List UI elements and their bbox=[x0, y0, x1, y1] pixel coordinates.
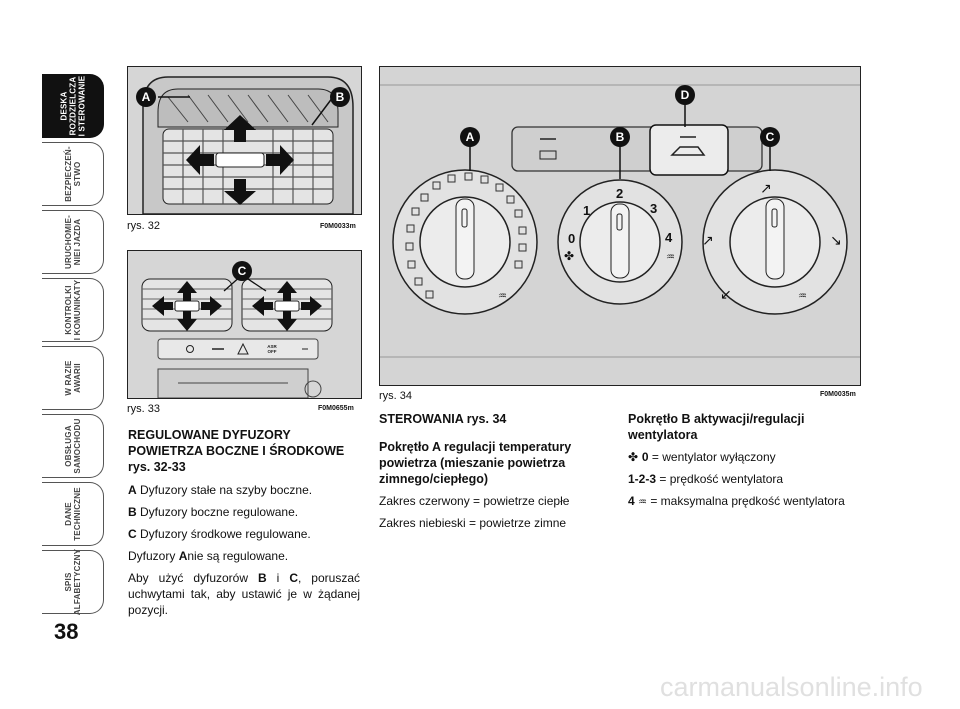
tab-deska-rozdzielcza[interactable]: DESKA ROZDZIELCZA I STEROWANIE bbox=[42, 74, 104, 138]
svg-text:↗: ↗ bbox=[760, 181, 772, 197]
page-number: 38 bbox=[54, 619, 79, 644]
list-item: B Dyfuzory boczne regulowane. bbox=[128, 505, 299, 519]
paragraph: Zakres czerwony = powietrze ciepłe bbox=[379, 494, 570, 508]
figure-34: ♒ 0 1 2 3 4 ✤ ♒ ↗ ↗ ↙ ↘ ♒ A B C D bbox=[379, 66, 861, 386]
watermark: carmanualsonline.info bbox=[660, 672, 923, 702]
tab-label: KONTROLKI I KOMUNIKATY bbox=[64, 279, 82, 341]
fig34-code: F0M0035m bbox=[820, 391, 856, 398]
svg-text:↙: ↙ bbox=[720, 287, 732, 303]
paragraph: Aby użyć dyfuzorów B i C, poruszać uchwy… bbox=[128, 571, 360, 617]
max-fan-icon: ♒ bbox=[638, 497, 647, 508]
svg-text:✤: ✤ bbox=[564, 249, 574, 263]
tab-w-razie-awarii[interactable]: W RAZIE AWARII bbox=[42, 346, 104, 410]
speed-1: 1 bbox=[583, 203, 590, 218]
figure-32: A B bbox=[127, 66, 362, 215]
subheading: Pokrętło A regulacji temperatury powietr… bbox=[379, 440, 572, 486]
fig33-code: F0M0655m bbox=[318, 405, 354, 412]
speed-3: 3 bbox=[650, 201, 657, 216]
svg-text:♒: ♒ bbox=[666, 252, 675, 263]
tab-label: DANE TECHNICZNE bbox=[64, 487, 82, 541]
fan-icon: ✤ bbox=[628, 450, 642, 464]
tab-label: BEZPIECZEŃ- STWO bbox=[64, 146, 82, 202]
side-vent-illustration: A B bbox=[128, 67, 361, 214]
fig32-caption: rys. 32 bbox=[127, 220, 161, 232]
paragraph: Dyfuzory Anie są regulowane. bbox=[128, 549, 289, 563]
tab-obsluga[interactable]: OBSŁUGA SAMOCHODU bbox=[42, 414, 104, 478]
list-item: C Dyfuzory środkowe regulowane. bbox=[128, 527, 311, 541]
tab-label: OBSŁUGA SAMOCHODU bbox=[64, 418, 82, 474]
tab-spis[interactable]: SPIS ALFABETYCZNY bbox=[42, 548, 104, 616]
tab-kontrolki[interactable]: KONTROLKI I KOMUNIKATY bbox=[42, 278, 104, 342]
section-heading: STEROWANIA rys. 34 bbox=[379, 412, 507, 426]
list-item: 1-2-3 = prędkość wentylatora bbox=[628, 472, 784, 486]
fig33-caption: rys. 33 bbox=[127, 403, 161, 415]
figure-33: C ASR OFF bbox=[127, 250, 362, 399]
fig34-caption: rys. 34 bbox=[379, 390, 413, 402]
svg-text:♒: ♒ bbox=[498, 291, 507, 302]
svg-text:ASR: ASR bbox=[267, 344, 277, 349]
section-heading: Pokrętło B aktywacji/regulacji wentylato… bbox=[628, 412, 805, 442]
callout-a: A bbox=[142, 90, 151, 104]
tab-label: URUCHOMIE- NIEI JAZDA bbox=[64, 215, 82, 269]
list-item: ✤ 0 = wentylator wyłączony bbox=[628, 450, 776, 464]
callout-a: A bbox=[466, 130, 475, 144]
tab-dane-techniczne[interactable]: DANE TECHNICZNE bbox=[42, 482, 104, 546]
svg-text:↘: ↘ bbox=[830, 233, 842, 249]
section-heading: REGULOWANE DYFUZORY POWIETRZA BOCZNE I Ś… bbox=[128, 428, 345, 474]
tab-label: W RAZIE AWARII bbox=[64, 360, 82, 396]
tab-bezpieczenstwo[interactable]: BEZPIECZEŃ- STWO bbox=[42, 142, 104, 206]
callout-c: C bbox=[766, 130, 775, 144]
speed-0: 0 bbox=[568, 231, 575, 246]
callout-c: C bbox=[238, 264, 247, 278]
tab-uruchomienie[interactable]: URUCHOMIE- NIEI JAZDA bbox=[42, 210, 104, 274]
tab-label: DESKA ROZDZIELCZA I STEROWANIE bbox=[59, 75, 87, 137]
speed-2: 2 bbox=[616, 186, 623, 201]
fig32-code: F0M0033m bbox=[320, 223, 356, 230]
paragraph: Zakres niebieski = powietrze zimne bbox=[379, 516, 567, 530]
left-text-column: REGULOWANE DYFUZORY POWIETRZA BOCZNE I Ś… bbox=[128, 427, 360, 618]
list-item: A Dyfuzory stałe na szyby boczne. bbox=[128, 483, 313, 497]
callout-d: D bbox=[681, 88, 690, 102]
list-item: 4 ♒ = maksymalna prędkość wentylatora bbox=[628, 494, 845, 508]
tab-label: SPIS ALFABETYCZNY bbox=[64, 548, 82, 616]
right-text-column: Pokrętło B aktywacji/regulacji wentylato… bbox=[628, 411, 868, 511]
callout-b: B bbox=[616, 130, 625, 144]
speed-4: 4 bbox=[665, 230, 673, 245]
center-vents-illustration: C ASR OFF bbox=[128, 251, 361, 398]
svg-text:↗: ↗ bbox=[702, 233, 714, 249]
svg-text:♒: ♒ bbox=[798, 291, 807, 302]
middle-text-column: STEROWANIA rys. 34 Pokrętło A regulacji … bbox=[379, 411, 604, 531]
climate-controls-illustration: ♒ 0 1 2 3 4 ✤ ♒ ↗ ↗ ↙ ↘ ♒ A B C D bbox=[380, 67, 860, 385]
callout-b: B bbox=[336, 90, 345, 104]
svg-text:OFF: OFF bbox=[268, 349, 277, 354]
